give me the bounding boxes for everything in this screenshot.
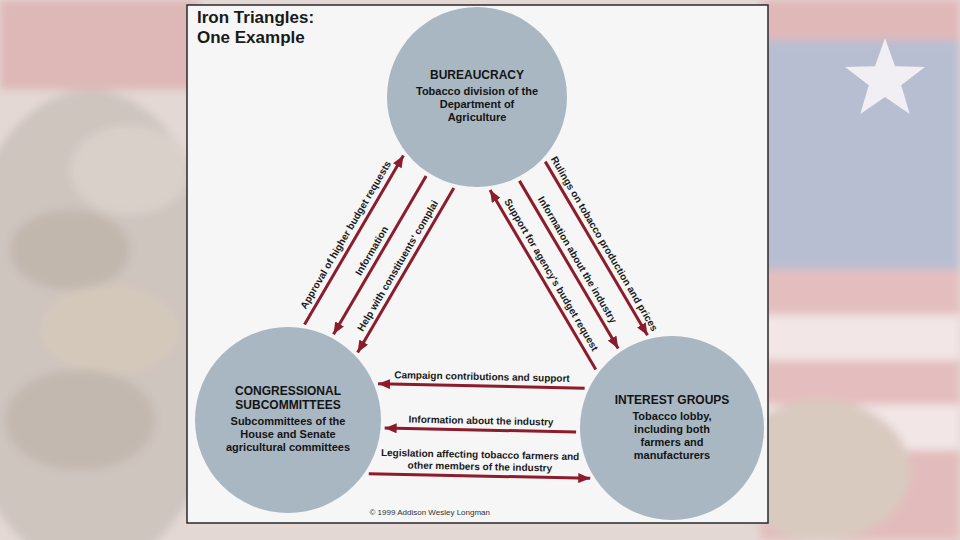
circle-node: CONGRESSIONAL SUBCOMMITTEESSubcommittees… xyxy=(195,327,381,513)
flow-arrow xyxy=(545,162,647,336)
flow-arrow xyxy=(369,474,590,479)
node-text-group: INTEREST GROUPS Tobacco lobby, including … xyxy=(613,394,731,463)
node-heading: INTEREST GROUPS xyxy=(613,394,731,408)
circle-fill xyxy=(195,327,381,513)
circle-fill xyxy=(387,7,567,187)
node-body: Tobacco division of the Department of Ag… xyxy=(415,85,539,125)
circle-node: BUREAUCRACY Tobacco division of the Depar… xyxy=(387,7,567,187)
circle-fill xyxy=(580,336,764,520)
flow-arrow xyxy=(333,176,426,334)
flow-arrow xyxy=(490,190,596,370)
node-heading: BUREAUCRACY xyxy=(415,69,539,83)
circle-node: INTEREST GROUPS Tobacco lobby, including … xyxy=(580,336,764,520)
diagram-title: Iron Triangles: One Example xyxy=(197,8,347,47)
node-text-group: CONGRESSIONAL SUBCOMMITTEESSubcommittees… xyxy=(215,385,361,454)
node-text-group: BUREAUCRACY Tobacco division of the Depar… xyxy=(415,69,539,124)
copyright-note: © 1999 Addison Wesley Longman xyxy=(370,508,491,517)
flow-arrow xyxy=(378,384,585,388)
flow-arrow xyxy=(358,188,454,352)
arrow-label: Legislation affecting tobacco farmers an… xyxy=(380,447,580,475)
node-body: Tobacco lobby, including both farmers an… xyxy=(613,410,731,463)
node-body: Subcommittees of the House and Senate ag… xyxy=(215,415,361,455)
flow-arrow xyxy=(519,181,618,349)
flow-arrow xyxy=(385,428,576,432)
title-box: Iron Triangles: One Example xyxy=(197,8,347,47)
figure-panel xyxy=(187,5,768,523)
node-heading: CONGRESSIONAL SUBCOMMITTEES xyxy=(215,385,361,413)
